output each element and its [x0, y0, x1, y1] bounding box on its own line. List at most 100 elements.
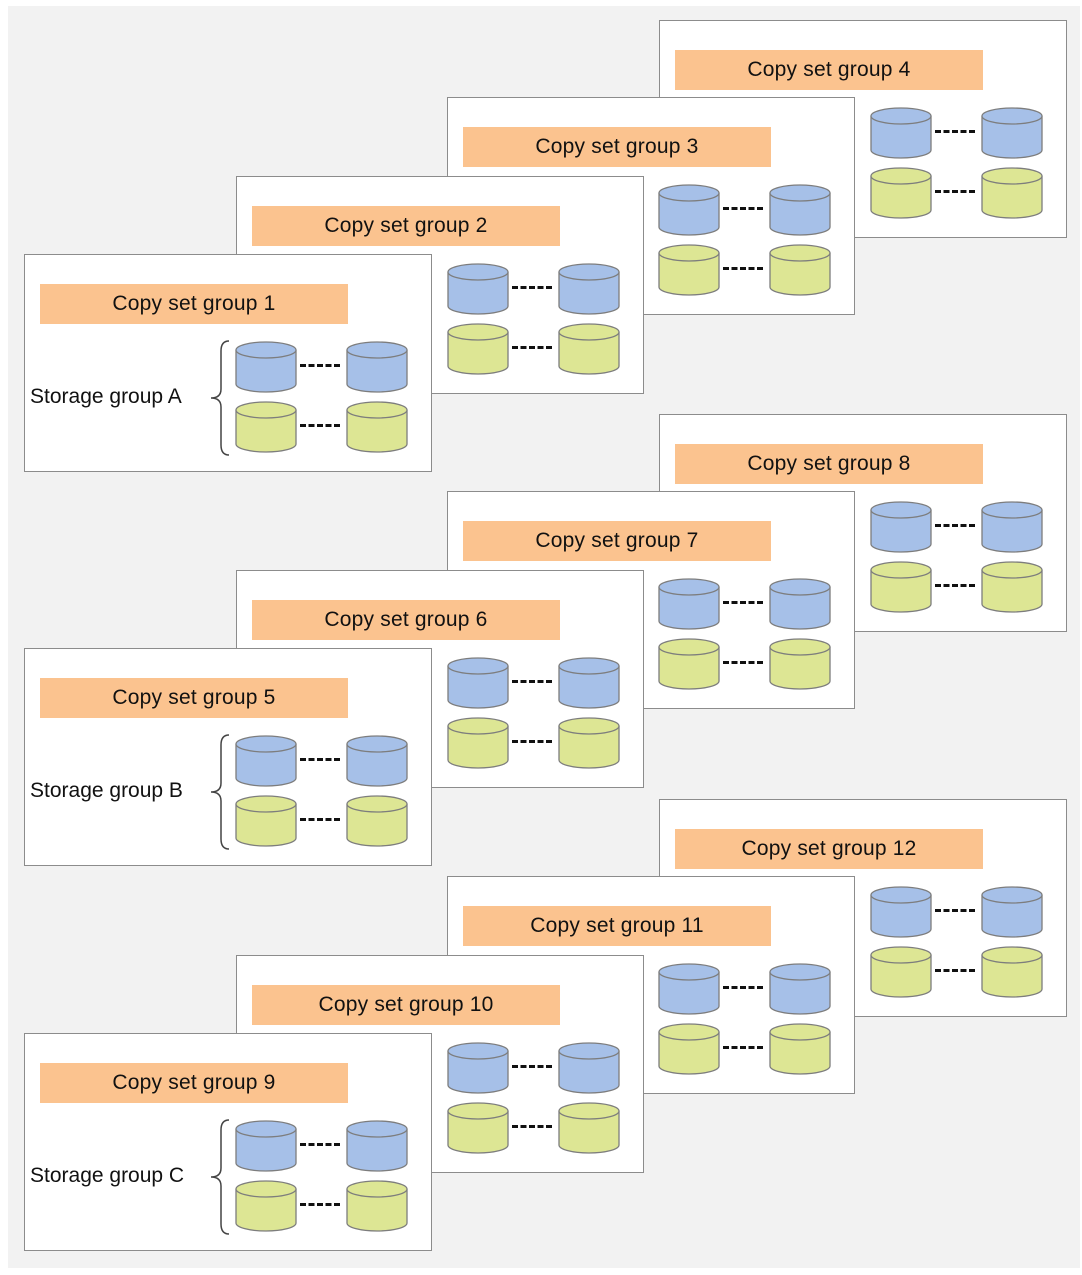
copy-pair-link [512, 680, 552, 683]
copy-set-group-title: Copy set group 6 [252, 600, 560, 640]
copy-set-group-title: Copy set group 3 [463, 127, 771, 167]
volume-pair-blue [235, 735, 410, 787]
copy-pair-link [300, 1143, 340, 1146]
source-volume-icon [447, 1042, 509, 1094]
storage-group-brace [210, 734, 230, 850]
copy-pair-link [300, 424, 340, 427]
copy-set-group-title: Copy set group 9 [40, 1063, 348, 1103]
source-volume-icon [235, 795, 297, 847]
copy-volume-icon [558, 1102, 620, 1154]
copy-volume-icon [769, 578, 831, 630]
copy-volume-icon [346, 795, 408, 847]
source-volume-icon [658, 638, 720, 690]
copy-pair-link [512, 740, 552, 743]
source-volume-icon [235, 1120, 297, 1172]
copy-pair-link [512, 286, 552, 289]
copy-set-group-card: Copy set group 5 Storage group B [24, 648, 432, 866]
volume-pair-yellow [658, 244, 833, 296]
volume-pair-yellow [235, 1180, 410, 1232]
volume-pair-yellow [870, 167, 1045, 219]
copy-volume-icon [769, 244, 831, 296]
copy-pair-link [935, 130, 975, 133]
copy-pair-link [723, 1046, 763, 1049]
copy-volume-icon [346, 1180, 408, 1232]
source-volume-icon [447, 717, 509, 769]
copy-volume-icon [981, 501, 1043, 553]
copy-volume-icon [558, 717, 620, 769]
volume-pair-blue [235, 341, 410, 393]
copy-volume-icon [346, 341, 408, 393]
volume-pair-yellow [447, 717, 622, 769]
diagram: Copy set group 4 Copy set group 3 Copy set… [8, 6, 1080, 1268]
copy-volume-icon [769, 184, 831, 236]
storage-group-label: Storage group B [30, 779, 183, 802]
storage-group-label: Storage group C [30, 1164, 185, 1187]
copy-volume-icon [558, 323, 620, 375]
copy-set-group-title: Copy set group 11 [463, 906, 771, 946]
storage-group-brace [210, 1119, 230, 1235]
copy-pair-link [935, 584, 975, 587]
source-volume-icon [658, 963, 720, 1015]
source-volume-icon [870, 946, 932, 998]
volume-pair-yellow [658, 1023, 833, 1075]
storage-group-label: Storage group A [30, 385, 182, 408]
copy-pair-link [935, 909, 975, 912]
copy-set-group-title: Copy set group 8 [675, 444, 983, 484]
copy-pair-link [935, 524, 975, 527]
copy-volume-icon [346, 401, 408, 453]
source-volume-icon [235, 401, 297, 453]
source-volume-icon [870, 561, 932, 613]
copy-pair-link [723, 207, 763, 210]
copy-pair-link [300, 818, 340, 821]
source-volume-icon [870, 167, 932, 219]
copy-volume-icon [769, 638, 831, 690]
copy-pair-link [300, 364, 340, 367]
volume-pair-yellow [870, 561, 1045, 613]
volume-pair-yellow [447, 323, 622, 375]
copy-volume-icon [558, 657, 620, 709]
volume-pair-yellow [658, 638, 833, 690]
copy-set-group-title: Copy set group 5 [40, 678, 348, 718]
source-volume-icon [658, 1023, 720, 1075]
copy-set-group-title: Copy set group 4 [675, 50, 983, 90]
copy-set-group-title: Copy set group 12 [675, 829, 983, 869]
volume-pair-blue [658, 184, 833, 236]
copy-volume-icon [981, 167, 1043, 219]
copy-pair-link [935, 969, 975, 972]
source-volume-icon [235, 735, 297, 787]
volume-pair-blue [235, 1120, 410, 1172]
copy-pair-link [723, 986, 763, 989]
volume-pair-yellow [235, 795, 410, 847]
copy-pair-link [512, 1065, 552, 1068]
source-volume-icon [447, 657, 509, 709]
source-volume-icon [658, 578, 720, 630]
copy-set-group-card: Copy set group 12 [659, 799, 1067, 1017]
source-volume-icon [870, 501, 932, 553]
copy-pair-link [723, 601, 763, 604]
volume-pair-blue [447, 1042, 622, 1094]
source-volume-icon [447, 263, 509, 315]
source-volume-icon [658, 184, 720, 236]
copy-pair-link [512, 1125, 552, 1128]
copy-pair-link [723, 661, 763, 664]
copy-volume-icon [981, 946, 1043, 998]
copy-volume-icon [558, 263, 620, 315]
copy-volume-icon [346, 735, 408, 787]
copy-pair-link [300, 758, 340, 761]
copy-volume-icon [981, 561, 1043, 613]
copy-volume-icon [558, 1042, 620, 1094]
volume-pair-blue [447, 263, 622, 315]
copy-pair-link [512, 346, 552, 349]
copy-set-group-card: Copy set group 9 Storage group C [24, 1033, 432, 1251]
source-volume-icon [235, 1180, 297, 1232]
copy-volume-icon [981, 107, 1043, 159]
source-volume-icon [447, 1102, 509, 1154]
source-volume-icon [658, 244, 720, 296]
copy-volume-icon [346, 1120, 408, 1172]
volume-pair-yellow [235, 401, 410, 453]
volume-pair-blue [870, 501, 1045, 553]
volume-pair-yellow [870, 946, 1045, 998]
copy-pair-link [935, 190, 975, 193]
copy-pair-link [300, 1203, 340, 1206]
